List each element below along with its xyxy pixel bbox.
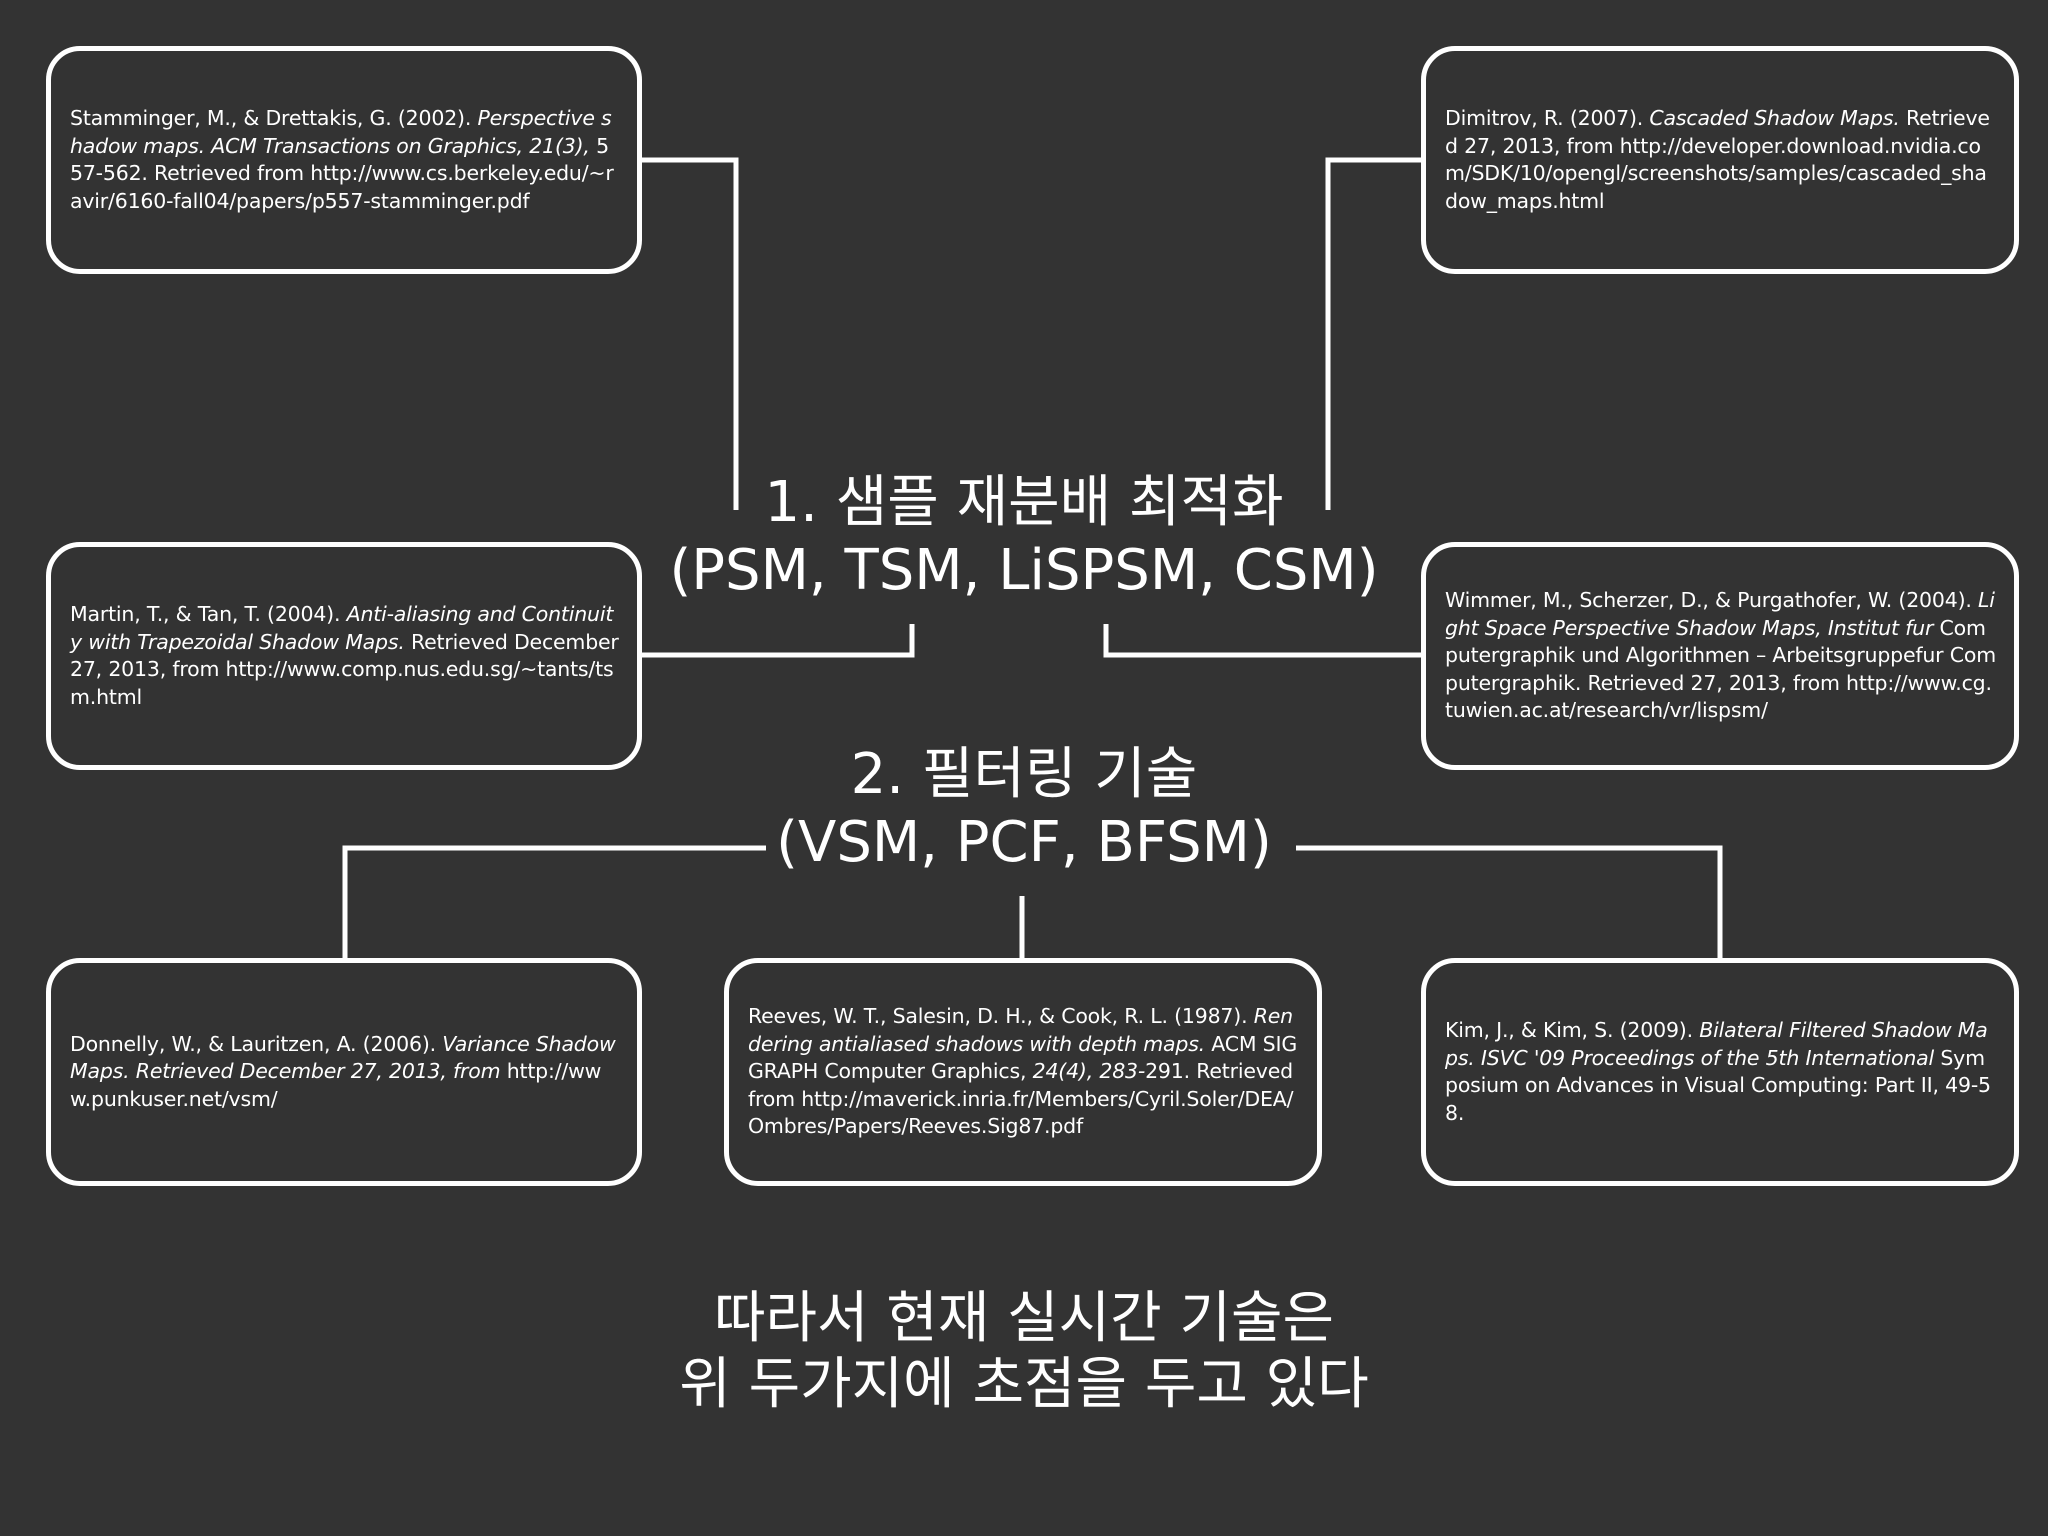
connector-martin — [640, 624, 915, 658]
reference-box-wimmer: Wimmer, M., Scherzer, D., & Purgathofer,… — [1421, 542, 2019, 770]
reference-box-kim: Kim, J., & Kim, S. (2009). Bilateral Fil… — [1421, 958, 2019, 1186]
connector-wimmer — [1103, 624, 1422, 658]
reference-wimmer: Wimmer, M., Scherzer, D., & Purgathofer,… — [1445, 588, 1996, 723]
conclusion-text: 따라서 현재 실시간 기술은 위 두가지에 초점을 두고 있다 — [524, 1286, 1524, 1418]
topic2-heading: 2. 필터링 기술 (VSM, PCF, BFSM) — [644, 741, 1404, 877]
topic1-methods: (PSM, TSM, LiSPSM, CSM) — [669, 538, 1379, 603]
topic1-heading: 1. 샘플 재분배 최적화 (PSM, TSM, LiSPSM, CSM) — [644, 469, 1404, 605]
reference-box-martin: Martin, T., & Tan, T. (2004). Anti-alias… — [46, 542, 642, 770]
reference-box-reeves: Reeves, W. T., Salesin, D. H., & Cook, R… — [724, 958, 1322, 1186]
topic2-methods: (VSM, PCF, BFSM) — [776, 810, 1272, 875]
conclusion-line-1: 따라서 현재 실시간 기술은 — [713, 1286, 1335, 1351]
reference-box-dimitrov: Dimitrov, R. (2007). Cascaded Shadow Map… — [1421, 46, 2019, 274]
connector-stamminger — [640, 157, 739, 510]
conclusion-line-2: 위 두가지에 초점을 두고 있다 — [679, 1352, 1369, 1417]
reference-box-donnelly: Donnelly, W., & Lauritzen, A. (2006). Va… — [46, 958, 642, 1186]
reference-martin: Martin, T., & Tan, T. (2004). Anti-alias… — [70, 602, 619, 709]
connector-dimitrov — [1325, 157, 1422, 510]
reference-box-stamminger: Stamminger, M., & Drettakis, G. (2002). … — [46, 46, 642, 274]
topic1-title: 1. 샘플 재분배 최적화 — [764, 470, 1284, 535]
topic2-title: 2. 필터링 기술 — [850, 742, 1198, 807]
reference-donnelly: Donnelly, W., & Lauritzen, A. (2006). Va… — [70, 1031, 616, 1111]
reference-dimitrov: Dimitrov, R. (2007). Cascaded Shadow Map… — [1445, 106, 1990, 213]
reference-reeves: Reeves, W. T., Salesin, D. H., & Cook, R… — [748, 1004, 1298, 1139]
reference-stamminger: Stamminger, M., & Drettakis, G. (2002). … — [70, 106, 614, 213]
reference-kim: Kim, J., & Kim, S. (2009). Bilateral Fil… — [1445, 1018, 1991, 1125]
